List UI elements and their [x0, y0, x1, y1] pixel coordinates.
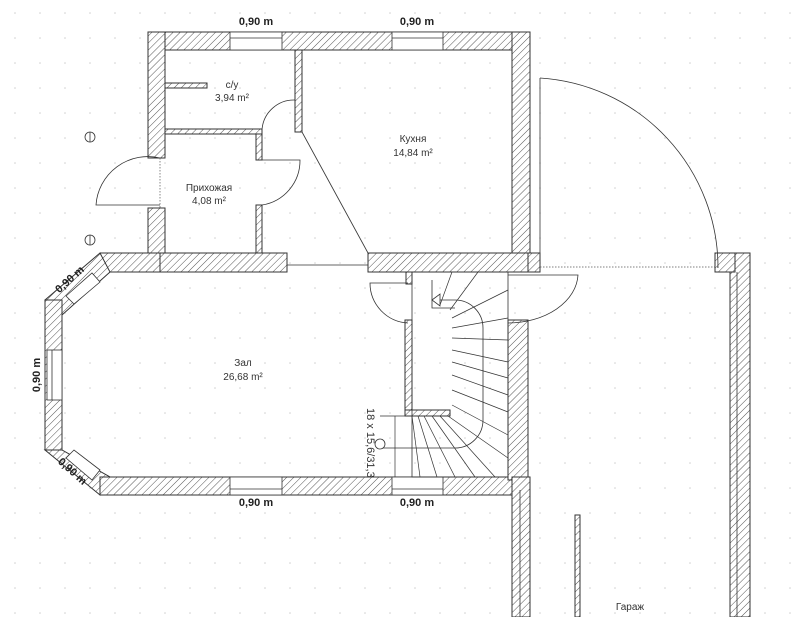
doors	[95, 77, 719, 324]
stair-start-marker-icon	[374, 438, 386, 450]
room-name-garage: Гараж	[616, 602, 645, 613]
stair-dimension-label: 18 x 15,6/31,3	[364, 408, 376, 478]
dimension-bay-middle-window: 0,90 m	[31, 358, 43, 392]
room-area-living: 26,68 m²	[223, 372, 263, 383]
room-name-kitchen: Кухня	[400, 134, 427, 145]
dimension-top-right-window: 0,90 m	[400, 16, 434, 28]
dimension-top-left-window: 0,90 m	[239, 16, 273, 28]
room-area-bathroom: 3,94 m²	[215, 93, 250, 104]
dimension-bottom-right-window: 0,90 m	[400, 497, 434, 509]
room-name-living: Зал	[234, 358, 252, 369]
room-area-kitchen: 14,84 m²	[393, 148, 433, 159]
axis-marker-icons	[84, 131, 96, 246]
room-name-hallway: Прихожая	[186, 183, 232, 194]
dimension-bottom-left-window: 0,90 m	[239, 497, 273, 509]
windows	[46, 31, 444, 496]
room-name-bathroom: с/у	[226, 80, 239, 91]
staircase[interactable]	[374, 271, 509, 478]
room-area-hallway: 4,08 m²	[192, 196, 227, 207]
